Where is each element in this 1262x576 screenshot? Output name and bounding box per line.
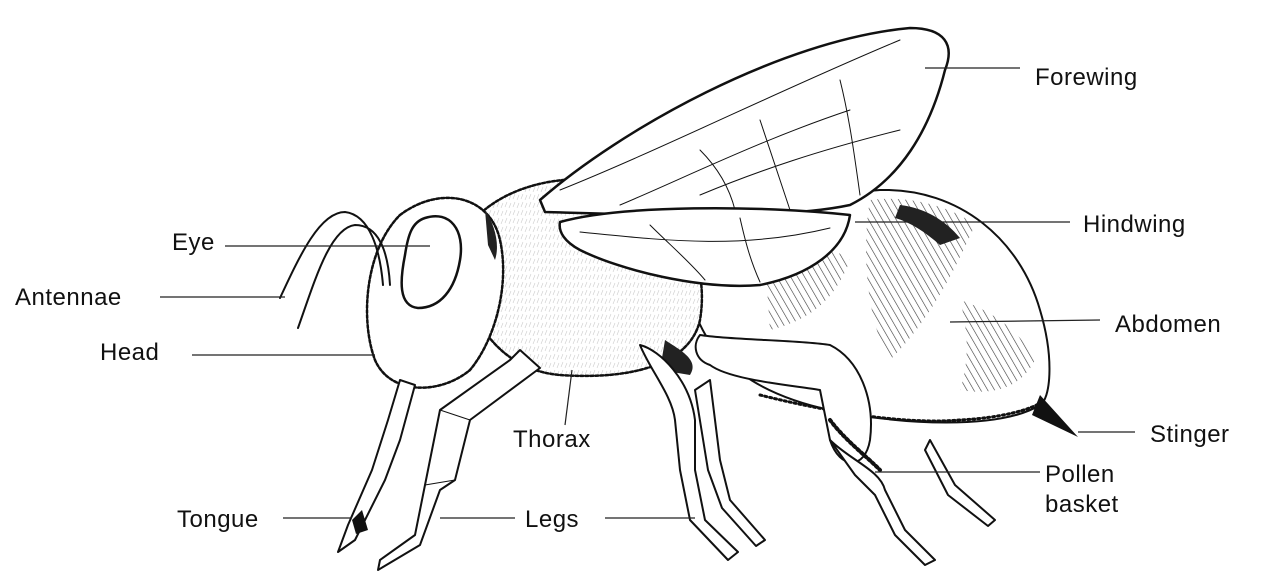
- label-thorax: Thorax: [513, 426, 591, 453]
- label-eye: Eye: [172, 229, 215, 256]
- label-forewing: Forewing: [1035, 64, 1138, 91]
- forewing-shape: [540, 28, 949, 215]
- label-abdomen: Abdomen: [1115, 311, 1221, 338]
- front-leg-shape: [338, 380, 415, 552]
- label-antennae: Antennae: [15, 284, 122, 311]
- label-head: Head: [100, 339, 159, 366]
- label-stinger: Stinger: [1150, 421, 1230, 448]
- label-hindwing: Hindwing: [1083, 211, 1186, 238]
- label-basket: basket: [1045, 491, 1119, 518]
- label-pollen: Pollen: [1045, 461, 1115, 488]
- thorax-leader: [565, 370, 572, 425]
- label-legs: Legs: [525, 506, 579, 533]
- stinger-shape: [1032, 395, 1078, 437]
- label-tongue: Tongue: [177, 506, 259, 533]
